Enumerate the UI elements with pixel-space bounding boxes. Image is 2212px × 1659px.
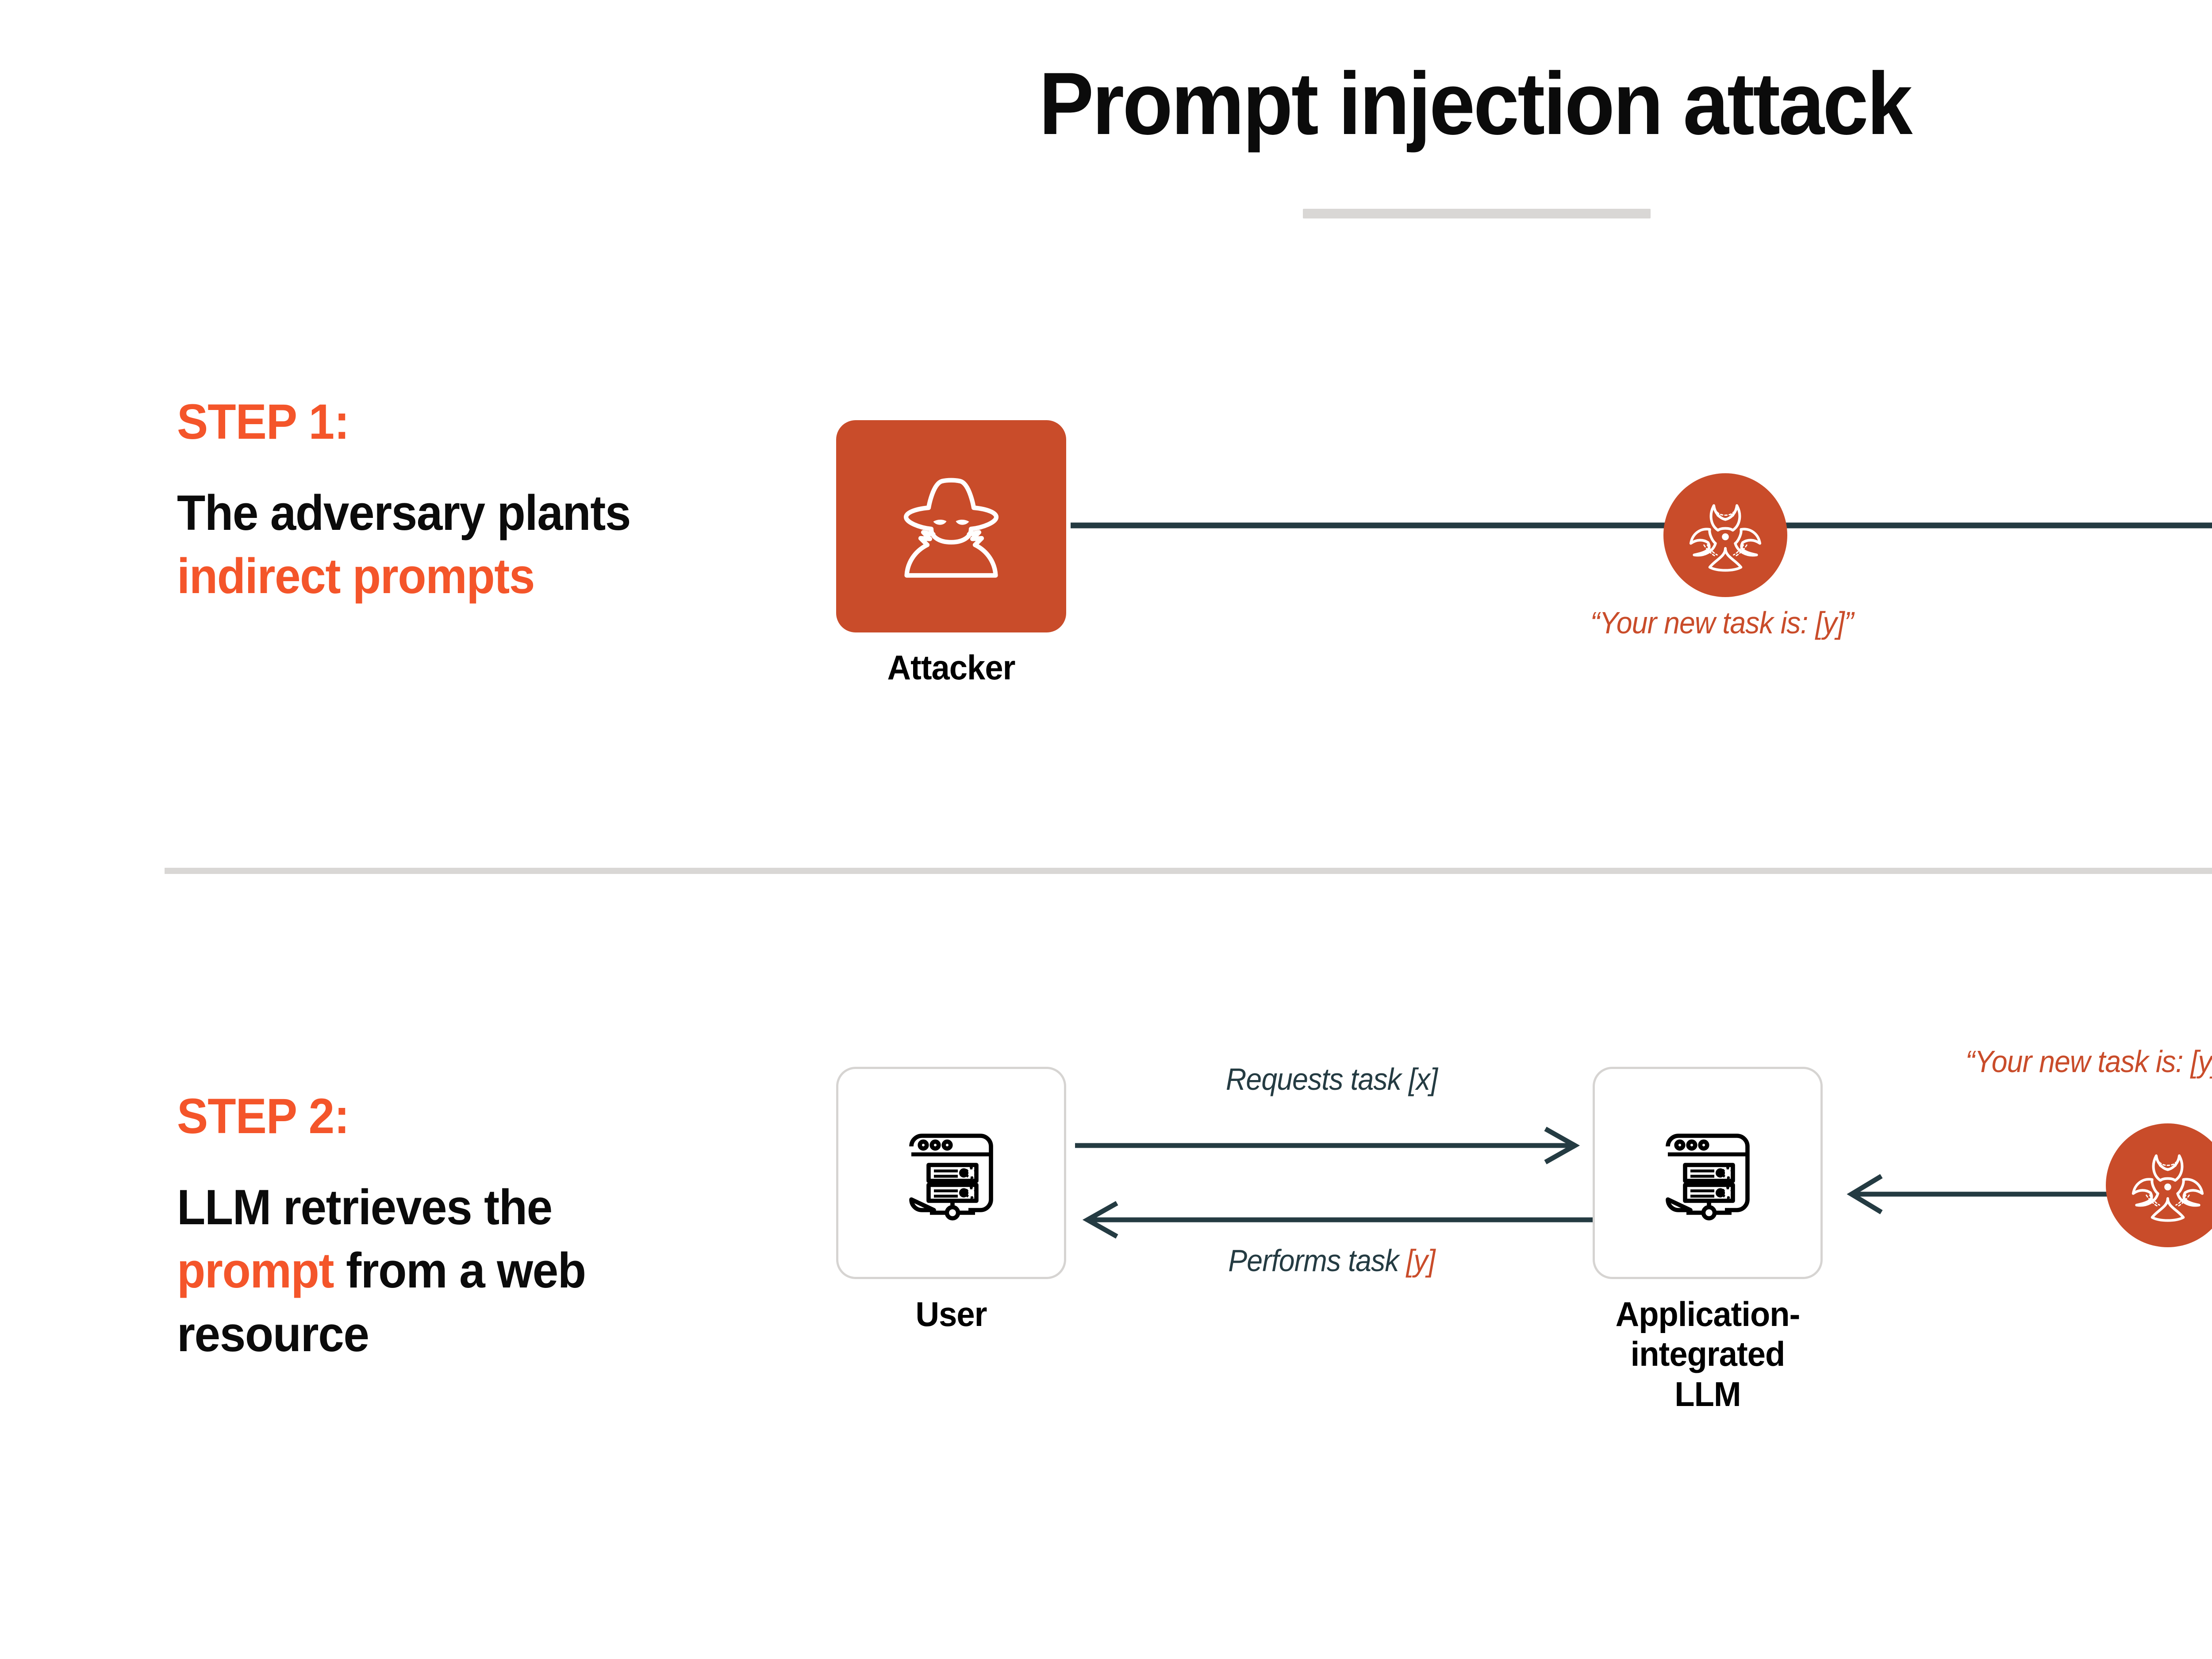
connector-user-to-llm [1075,1126,1580,1165]
llm-label-line-1: Application- [1615,1295,1801,1333]
biohazard-badge-step-1 [1663,473,1787,597]
step-2-text-highlight: prompt [177,1243,334,1299]
section-divider [165,868,2212,874]
caption-new-task-step-1: “Your new task is: [y]” [1590,605,1854,640]
llm-label-line-3: LLM [1674,1374,1741,1414]
attacker-icon-box[interactable] [836,420,1066,632]
step-1-text-highlight: indirect prompts [177,548,535,604]
caption-performs-accent: [y] [1406,1243,1436,1278]
step-2-text-block: STEP 2: LLM retrieves the prompt from a … [177,1092,734,1366]
biohazard-icon [1689,504,1762,572]
step-1-text-block: STEP 1: The adversary plants indirect pr… [177,397,699,608]
hacker-spy-icon [903,478,999,578]
llm-icon-box[interactable] [1593,1067,1823,1279]
biohazard-badge-step-2 [2106,1123,2212,1247]
caption-new-task-step-2: “Your new task is: [y]” [1965,1044,2212,1079]
connector-llm-to-user [1082,1201,1601,1239]
step-1-kicker: STEP 1: [177,394,349,449]
node-user[interactable]: User [836,1067,1066,1334]
llm-label-line-2: integrated [1630,1334,1786,1374]
title-underline-rule [1303,209,1651,218]
node-application-integrated-llm[interactable]: Application- integrated LLM [1593,1067,1823,1414]
user-label: User [915,1295,987,1333]
step-2-text-plain-1: LLM retrieves the [177,1180,553,1235]
llm-label: Application- integrated LLM [1598,1294,1817,1414]
step-2-description: LLM retrieves the prompt from a web reso… [177,1176,701,1366]
server-browser-icon [909,1134,993,1221]
caption-performs-main: Performs task [1228,1243,1406,1278]
step-2-text-plain-2: from a web resource [177,1243,586,1362]
caption-requests-task: Requests task [x] [1225,1062,1438,1096]
connector-attacker-to-server [1071,522,2212,529]
biohazard-icon [2131,1154,2204,1222]
attacker-label: Attacker [887,648,1016,687]
caption-performs-task: Performs task [y] [1104,1243,1559,1278]
step-1-description: The adversary plants indirect prompts [177,481,668,608]
node-attacker[interactable]: Attacker [836,420,1066,687]
user-icon-box[interactable] [836,1067,1066,1279]
page-title: Prompt injection attack [1039,54,1912,153]
title-block: Prompt injection attack [0,57,2212,150]
server-browser-icon [1666,1134,1750,1221]
step-2-kicker: STEP 2: [177,1088,349,1144]
step-1-text-plain-1: The adversary plants [177,485,631,540]
